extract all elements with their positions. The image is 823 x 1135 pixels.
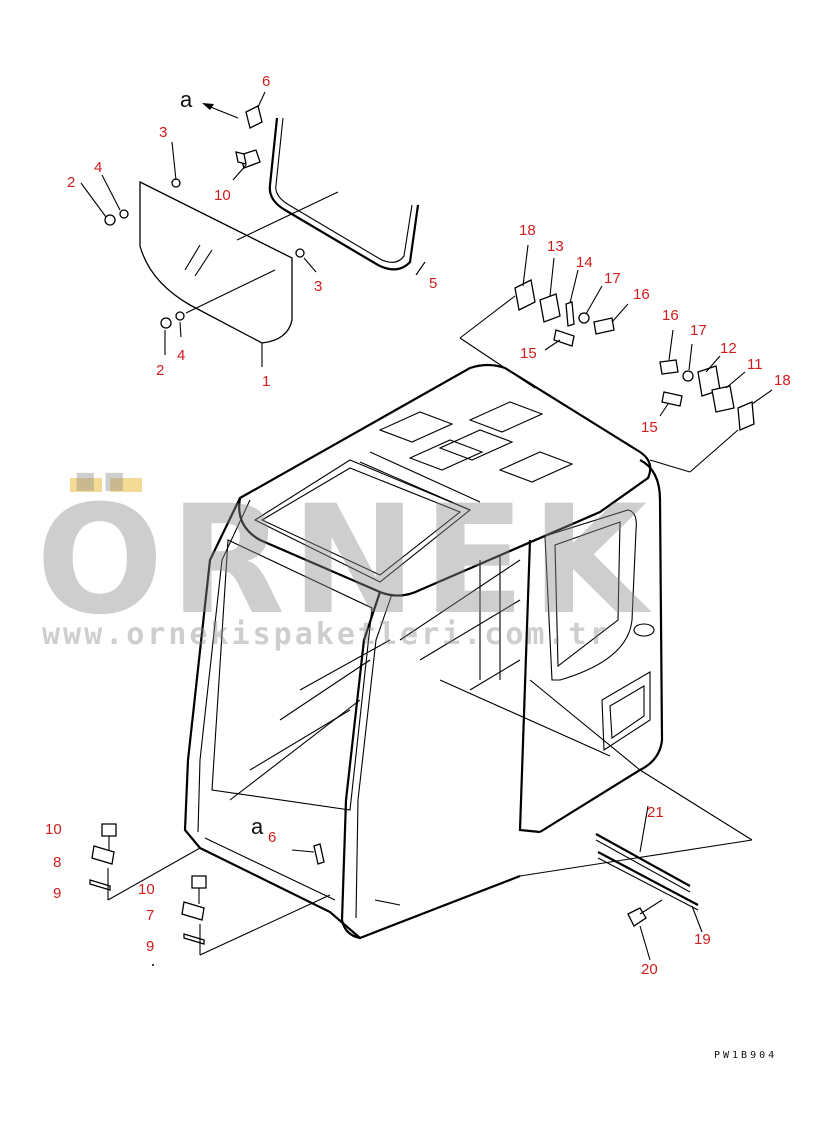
callout-4-top: 4	[94, 159, 102, 176]
callout-18-top: 18	[519, 222, 536, 239]
lower-right-strip	[519, 769, 753, 961]
lower-left-fasteners	[89, 823, 331, 956]
callout-8: 8	[53, 854, 61, 871]
callout-17-right: 17	[690, 322, 707, 339]
callout-14: 14	[576, 254, 593, 271]
callout-21: 21	[647, 804, 664, 821]
watermark-brand: ÖRNEK	[36, 472, 653, 648]
callout-10-top: 10	[214, 187, 231, 204]
callout-labels: 1 2 2 3 3 4 4 5 6 6 7 8 9 9 10 10 10 11 …	[45, 73, 791, 978]
callout-18-right: 18	[774, 372, 791, 389]
callout-12: 12	[720, 340, 737, 357]
watermark-url: www.ornekispaketleri.com.tr	[42, 617, 611, 652]
drawing-code: PW1B904	[714, 1050, 777, 1061]
callout-6-top: 6	[262, 73, 270, 90]
door-hinge-lower	[649, 329, 773, 473]
window-glass-assembly	[80, 91, 426, 367]
callout-20: 20	[641, 961, 658, 978]
callout-9-bottom: 9	[146, 938, 154, 955]
callout-2-bottom: 2	[156, 362, 164, 379]
callout-6-bottom: 6	[268, 829, 276, 846]
callout-17-top: 17	[604, 270, 621, 287]
stray-dot	[152, 964, 154, 966]
callout-10-mid: 10	[138, 881, 155, 898]
callout-15-bottom: 15	[641, 419, 658, 436]
callout-16-top: 16	[633, 286, 650, 303]
callout-10-left: 10	[45, 821, 62, 838]
watermark-accent-right	[110, 478, 142, 492]
callout-3-right: 3	[314, 278, 322, 295]
watermark: ÖRNEK www.ornekispaketleri.com.tr	[36, 472, 653, 652]
cab-body	[183, 363, 664, 940]
callout-5: 5	[429, 275, 437, 292]
reference-letter-top: a	[180, 87, 193, 112]
callout-16-right: 16	[662, 307, 679, 324]
callout-19: 19	[694, 931, 711, 948]
callout-11: 11	[747, 356, 763, 373]
reference-letter-bottom: a	[251, 814, 264, 839]
callout-2-top: 2	[67, 174, 75, 191]
callout-15-top: 15	[520, 345, 537, 362]
callout-9-top: 9	[53, 885, 61, 902]
callout-1: 1	[262, 373, 270, 390]
callout-3-top: 3	[159, 124, 167, 141]
callout-4-bottom: 4	[177, 347, 185, 364]
callout-13: 13	[547, 238, 564, 255]
door-hinge-upper	[459, 244, 629, 389]
watermark-accent-left	[70, 478, 102, 492]
callout-7: 7	[146, 907, 154, 924]
